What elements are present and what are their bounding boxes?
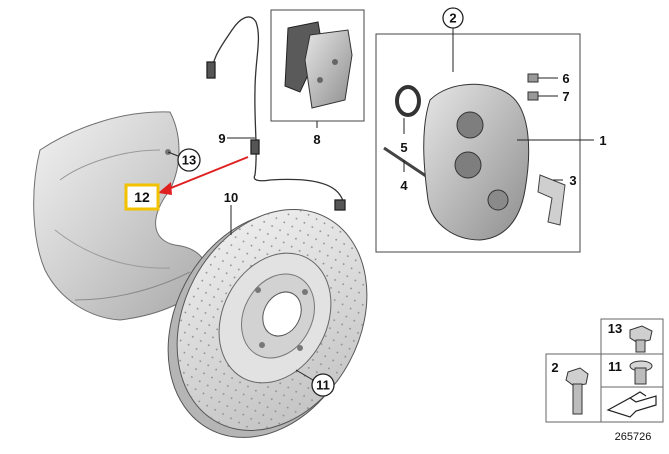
label-6[interactable]: 6 [562, 71, 569, 86]
svg-text:13: 13 [182, 153, 196, 168]
label-5[interactable]: 5 [400, 140, 407, 155]
label-1[interactable]: 1 [599, 133, 606, 148]
brake-dust-shield [33, 111, 207, 321]
wear-sensor-cable [206, 16, 346, 211]
arrow-symbol-icon [606, 391, 657, 418]
diagram-number: 265726 [615, 431, 652, 443]
callout-11[interactable]: 11 [311, 373, 335, 397]
label-8[interactable]: 8 [313, 132, 320, 147]
hardware-label-11[interactable]: 11 [608, 359, 622, 374]
label-9[interactable]: 9 [218, 131, 225, 146]
label-3[interactable]: 3 [569, 173, 576, 188]
screw-13-icon [629, 325, 653, 353]
hardware-label-2[interactable]: 2 [551, 360, 558, 375]
hardware-panel: 2 13 11 265726 [545, 318, 664, 443]
caliper-group [375, 33, 581, 253]
screw-11-icon [629, 360, 653, 385]
svg-text:12: 12 [134, 189, 150, 205]
label-4[interactable]: 4 [400, 178, 408, 193]
leader-lines [167, 28, 594, 381]
svg-text:11: 11 [316, 378, 330, 393]
label-7[interactable]: 7 [562, 89, 569, 104]
hardware-label-13[interactable]: 13 [608, 321, 622, 336]
svg-text:2: 2 [449, 11, 456, 26]
bolt-icon [565, 367, 589, 415]
brake-disc [167, 209, 368, 438]
label-10[interactable]: 10 [224, 190, 238, 205]
highlight-arrow [158, 156, 249, 195]
callout-13[interactable]: 13 [177, 148, 201, 172]
label-12-highlighted[interactable]: 12 [124, 183, 160, 211]
callout-2[interactable]: 2 [442, 7, 464, 29]
brake-pads-group [270, 9, 365, 122]
